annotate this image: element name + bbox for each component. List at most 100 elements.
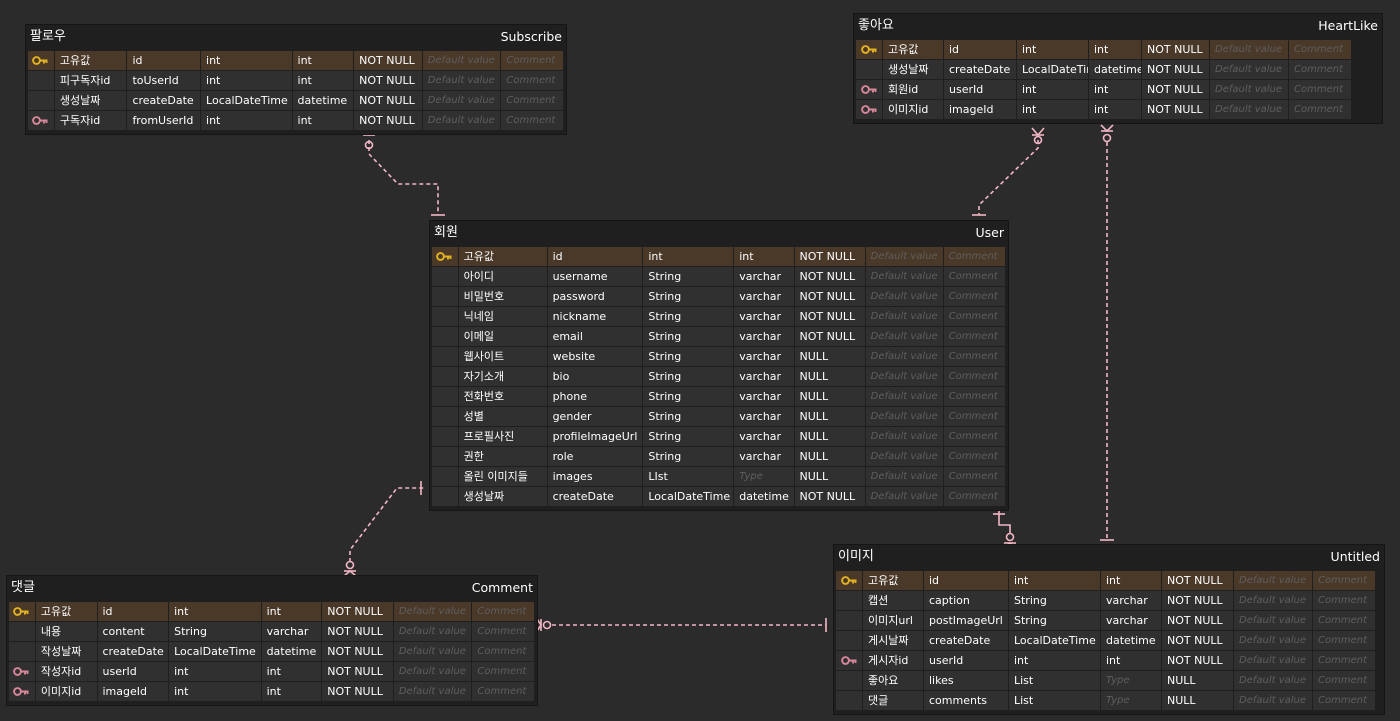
column-comment[interactable]: Comment (943, 327, 1005, 346)
column-physical-name[interactable]: email (547, 327, 643, 346)
column-nullable[interactable]: NOT NULL (354, 71, 422, 90)
column-nullable[interactable]: NOT NULL (794, 327, 865, 346)
column-physical-name[interactable]: comments (924, 691, 1008, 710)
column-physical-name[interactable]: bio (547, 367, 643, 386)
column-logical-name[interactable]: 비밀번호 (458, 287, 547, 306)
column-logical-name[interactable]: 게시자id (863, 651, 923, 670)
column-data-type[interactable]: varchar (734, 267, 794, 286)
column-nullable[interactable]: NOT NULL (794, 287, 865, 306)
column-nullable[interactable]: NULL (794, 467, 865, 486)
column-comment[interactable]: Comment (943, 467, 1005, 486)
column-nullable[interactable]: NULL (794, 387, 865, 406)
column-logical-name[interactable]: 회원id (883, 80, 943, 99)
column-logical-name[interactable]: 캡션 (863, 591, 923, 610)
column-nullable[interactable]: NOT NULL (794, 307, 865, 326)
column-nullable[interactable]: NOT NULL (794, 487, 865, 506)
column-logical-name[interactable]: 이미지id (883, 100, 943, 119)
column-nullable[interactable]: NOT NULL (1162, 571, 1233, 590)
column-default-value[interactable]: Default value (1234, 571, 1312, 590)
column-comment[interactable]: Comment (943, 267, 1005, 286)
column-domain[interactable]: LocalDateTime (201, 91, 292, 110)
column-default-value[interactable]: Default value (865, 407, 943, 426)
column-logical-name[interactable]: 생성날짜 (883, 60, 943, 79)
column-logical-name[interactable]: 생성날짜 (458, 487, 547, 506)
column-physical-name[interactable]: userId (944, 80, 1016, 99)
column-domain[interactable]: String (643, 407, 734, 426)
column-data-type[interactable]: varchar (734, 287, 794, 306)
column-logical-name[interactable]: 웹사이트 (458, 347, 547, 366)
column-default-value[interactable]: Default value (1234, 591, 1312, 610)
column-data-type[interactable]: int (292, 71, 354, 90)
column-physical-name[interactable]: userId (97, 662, 169, 681)
column-comment[interactable]: Comment (943, 347, 1005, 366)
column-physical-name[interactable]: toUserId (127, 71, 201, 90)
column-data-type[interactable]: datetime (261, 642, 322, 661)
column-default-value[interactable]: Default value (1234, 691, 1312, 710)
column-physical-name[interactable]: createDate (547, 487, 643, 506)
column-default-value[interactable]: Default value (865, 327, 943, 346)
column-comment[interactable]: Comment (1289, 60, 1351, 79)
column-comment[interactable]: Comment (1313, 631, 1375, 650)
column-logical-name[interactable]: 구독자id (54, 111, 127, 130)
column-domain[interactable]: String (643, 367, 734, 386)
column-comment[interactable]: Comment (501, 51, 564, 70)
column-data-type[interactable]: datetime (292, 91, 354, 110)
column-nullable[interactable]: NULL (794, 447, 865, 466)
column-comment[interactable]: Comment (1313, 691, 1375, 710)
column-domain[interactable]: String (1009, 591, 1100, 610)
column-domain[interactable]: String (643, 307, 734, 326)
column-comment[interactable]: Comment (943, 427, 1005, 446)
column-nullable[interactable]: NOT NULL (322, 682, 393, 701)
column-data-type[interactable]: varchar (734, 387, 794, 406)
column-data-type[interactable]: Type (1101, 671, 1161, 690)
column-logical-name[interactable]: 고유값 (35, 602, 97, 621)
column-default-value[interactable]: Default value (1210, 40, 1288, 59)
column-default-value[interactable]: Default value (393, 622, 472, 641)
column-data-type[interactable]: varchar (734, 367, 794, 386)
column-domain[interactable]: List (1009, 691, 1100, 710)
column-default-value[interactable]: Default value (1210, 60, 1288, 79)
column-nullable[interactable]: NOT NULL (1162, 591, 1233, 610)
column-logical-name[interactable]: 좋아요 (863, 671, 923, 690)
column-default-value[interactable]: Default value (422, 71, 501, 90)
column-default-value[interactable]: Default value (1234, 651, 1312, 670)
column-default-value[interactable]: Default value (865, 247, 943, 266)
column-physical-name[interactable]: id (127, 51, 201, 70)
relationship-image-comment[interactable] (536, 618, 827, 632)
column-data-type[interactable]: int (1089, 80, 1141, 99)
column-domain[interactable]: int (169, 682, 261, 701)
column-physical-name[interactable]: password (547, 287, 643, 306)
column-domain[interactable]: int (1017, 80, 1088, 99)
column-nullable[interactable]: NOT NULL (1162, 651, 1233, 670)
column-default-value[interactable]: Default value (393, 662, 472, 681)
column-comment[interactable]: Comment (1313, 651, 1375, 670)
column-nullable[interactable]: NULL (794, 367, 865, 386)
column-data-type[interactable]: int (261, 682, 322, 701)
column-data-type[interactable]: int (292, 111, 354, 130)
column-physical-name[interactable]: profileImageUrl (547, 427, 643, 446)
column-nullable[interactable]: NULL (794, 347, 865, 366)
column-data-type[interactable]: varchar (1101, 591, 1161, 610)
relationship-user-subscribe[interactable] (362, 127, 445, 216)
column-default-value[interactable]: Default value (865, 307, 943, 326)
column-logical-name[interactable]: 권한 (458, 447, 547, 466)
column-data-type[interactable]: varchar (734, 327, 794, 346)
column-physical-name[interactable]: role (547, 447, 643, 466)
column-physical-name[interactable]: caption (924, 591, 1008, 610)
column-nullable[interactable]: NULL (1162, 691, 1233, 710)
